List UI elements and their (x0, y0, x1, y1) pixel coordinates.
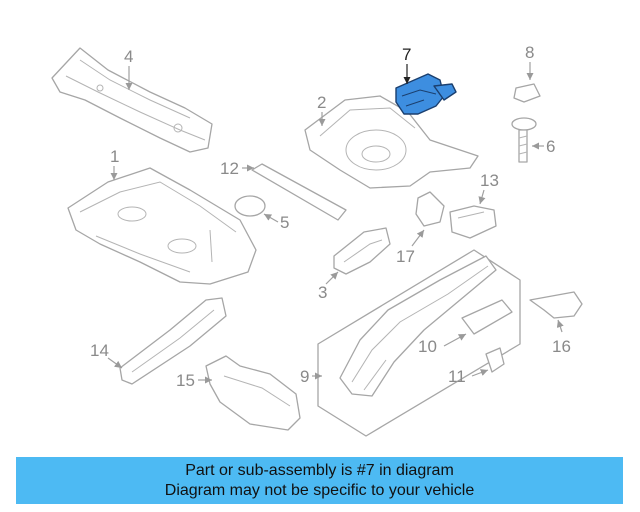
callout-16: 16 (552, 337, 571, 356)
callout-7: 7 (402, 45, 411, 64)
callout-9: 9 (300, 367, 309, 386)
part-16-bracket[interactable] (529, 291, 583, 319)
callout-13: 13 (480, 171, 499, 190)
callout-5: 5 (280, 213, 289, 232)
callout-3: 3 (318, 283, 327, 302)
callout-10: 10 (418, 337, 437, 356)
part-14-rail[interactable] (119, 297, 227, 385)
banner-line-2: Diagram may not be specific to your vehi… (164, 481, 475, 499)
info-banner: Part or sub-assembly is #7 in diagram Di… (16, 457, 623, 504)
part-7-highlighted[interactable] (395, 73, 457, 115)
callout-1: 1 (110, 147, 119, 166)
part-6-bolt[interactable] (511, 117, 537, 163)
part-17-bracket[interactable] (415, 191, 445, 227)
part-1-floor-pan[interactable] (67, 167, 257, 285)
part-8-plug[interactable] (513, 83, 541, 103)
part-13-bracket[interactable] (449, 205, 497, 239)
banner-line-1: Part or sub-assembly is #7 in diagram (185, 461, 454, 479)
callout-11: 11 (448, 367, 466, 386)
part-2-rear-floor[interactable] (304, 95, 479, 189)
part-10-plate[interactable] (461, 299, 513, 335)
part-12-strip[interactable] (251, 163, 347, 221)
part-3-bracket[interactable] (333, 227, 391, 275)
callout-14: 14 (90, 341, 109, 360)
parts-diagram: 4 2 7 8 6 1 12 (51, 43, 583, 437)
callout-15: 15 (176, 371, 195, 390)
callout-8: 8 (525, 43, 534, 62)
part-4-rail[interactable] (51, 47, 213, 153)
callout-12: 12 (220, 159, 239, 178)
part-5-grommet[interactable] (234, 195, 266, 217)
part-11-clip[interactable] (485, 347, 505, 373)
part-9-assembly[interactable] (317, 249, 521, 437)
part-15-shield[interactable] (205, 355, 301, 431)
callout-6: 6 (546, 137, 555, 156)
callout-4: 4 (124, 47, 133, 66)
callout-17: 17 (396, 247, 415, 266)
callout-2: 2 (317, 93, 326, 112)
